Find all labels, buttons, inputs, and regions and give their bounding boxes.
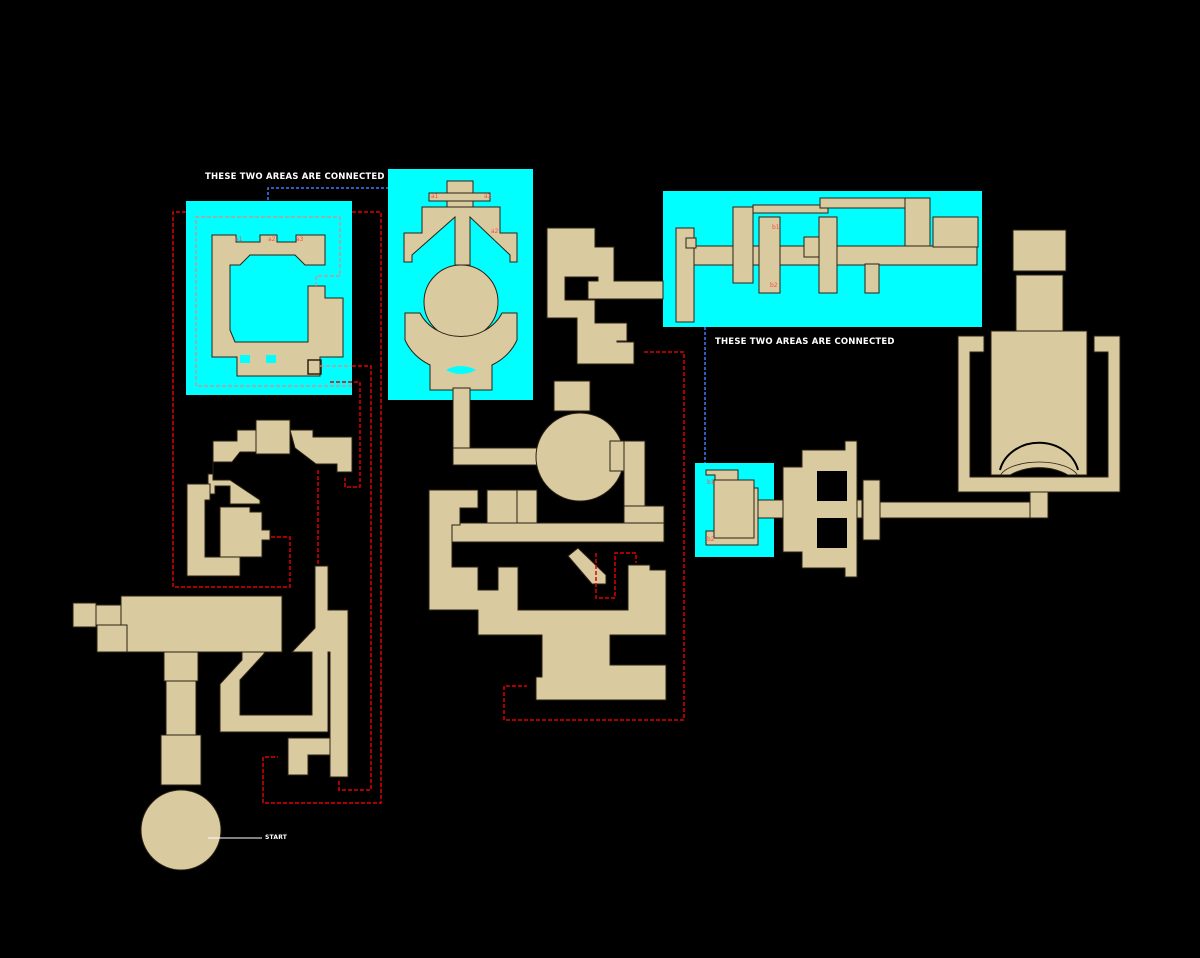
room-central [428,380,667,701]
tag-link-b1: b1 [707,479,715,486]
connection-line-a [267,187,388,200]
pink-path [195,216,352,387]
room-west-tower [186,419,353,577]
tag-link-a1: a1 [431,193,439,200]
secret-paths [172,211,685,804]
room-area-a [211,234,344,377]
start-label: START [265,834,288,841]
tag-link-a3: a3 [484,193,492,200]
tag-link-b2: b2 [707,536,715,543]
connection-note-b: THESE TWO AREAS ARE CONNECTED [715,337,895,347]
tag-b2: b2 [770,282,778,289]
tag-a2: a2 [268,236,276,243]
room-area-b [675,197,979,323]
tag-b1: b1 [772,224,780,231]
room-great-hall [705,229,1121,578]
tag-a1: a1 [235,236,243,243]
tag-link-a2: a2 [491,228,499,235]
connection-note-a: THESE TWO AREAS ARE CONNECTED [205,172,385,182]
room-shrine [403,180,518,466]
tag-a3: a3 [296,236,304,243]
room-start [72,565,349,871]
room-east-wing [546,227,664,365]
